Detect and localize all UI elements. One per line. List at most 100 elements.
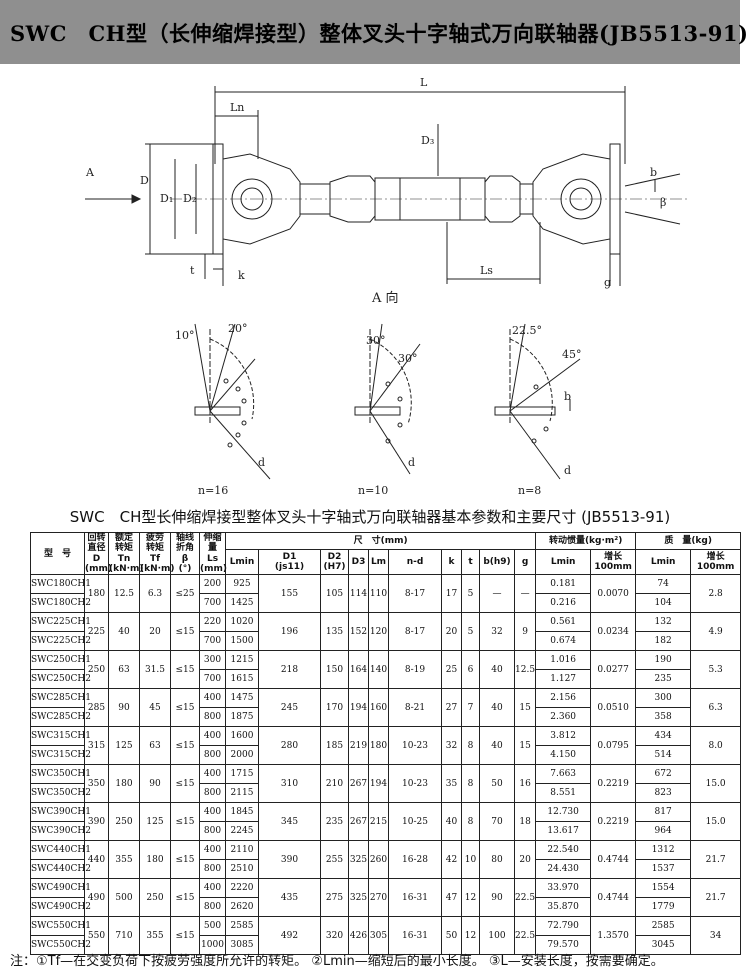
technical-drawing: L Ln A D D₁ D₂ D₃ t k Ls g b β A 向 10° 2…: [0, 64, 740, 502]
cell-d: 225: [84, 612, 109, 652]
cell-g: 22.5: [513, 916, 537, 956]
cell-mass-inc: 21.7: [690, 840, 742, 880]
cell-ls: 700: [199, 593, 226, 614]
cell-k: 25: [441, 650, 462, 690]
cell-tf: 90: [139, 764, 171, 804]
cell-inertia: 0.674: [535, 631, 592, 652]
cell-g: 20: [513, 840, 537, 880]
view2-n: n=10: [358, 484, 388, 497]
cell-mass-inc: 8.0: [690, 726, 742, 766]
cell-model: SWC550CH1: [30, 916, 91, 937]
cell-inertia: 12.730: [535, 802, 592, 823]
cell-mass-inc: 5.3: [690, 650, 742, 690]
cell-mass: 1779: [635, 897, 692, 918]
cell-lmin: 1845: [225, 802, 259, 823]
col-t: t: [461, 549, 480, 576]
cell-lmin: 925: [225, 574, 259, 595]
cell-mass: 3045: [635, 935, 692, 956]
spec-table: 型 号 回转 直径 D (mm) 额定 转矩 Tn (kN·m) 疲劳 转矩 T…: [30, 531, 742, 956]
cell-lm: 160: [368, 688, 389, 728]
col-mass: 质 量(kg): [635, 531, 742, 551]
cell-d2: 255: [320, 840, 349, 880]
cell-ls: 800: [199, 783, 226, 804]
label-k: k: [238, 269, 245, 282]
col-Ls: 伸缩 量 Ls (mm): [199, 531, 227, 576]
cell-beta: ≤15: [170, 612, 200, 652]
cell-model: SWC350CH1: [30, 764, 91, 785]
cell-lmin: 1425: [225, 593, 259, 614]
view2-angle-a: 30°: [366, 334, 386, 347]
cell-beta: ≤15: [170, 840, 200, 880]
cell-beta: ≤15: [170, 688, 200, 728]
cell-mass-inc: 6.3: [690, 688, 742, 728]
cell-tn: 180: [108, 764, 140, 804]
cell-lmin: 1020: [225, 612, 259, 633]
cell-model: SWC350CH2: [30, 783, 91, 804]
cell-ls: 400: [199, 878, 226, 899]
cell-d1: 196: [258, 612, 321, 652]
cell-b: 90: [479, 878, 515, 918]
cell-b: —: [479, 574, 515, 614]
cell-inertia: 22.540: [535, 840, 592, 861]
cell-inertia: 0.181: [535, 574, 592, 595]
cell-tf: 355: [139, 916, 171, 956]
cell-beta: ≤15: [170, 726, 200, 766]
cell-ls: 800: [199, 745, 226, 766]
cell-k: 47: [441, 878, 462, 918]
cell-ls: 800: [199, 859, 226, 880]
cell-lmin: 1615: [225, 669, 259, 690]
cell-tf: 6.3: [139, 574, 171, 614]
cell-tn: 500: [108, 878, 140, 918]
cell-nd: 8-17: [388, 612, 442, 652]
cell-model: SWC225CH2: [30, 631, 91, 652]
footnote: 注：①Tf—在交变负荷下按疲劳强度所允许的转矩。 ②Lmin—缩短后的最小长度。…: [10, 954, 664, 969]
label-D: D: [140, 174, 149, 187]
cell-g: 18: [513, 802, 537, 842]
cell-k: 32: [441, 726, 462, 766]
cell-inertia-inc: 0.2219: [590, 764, 637, 804]
cell-tn: 250: [108, 802, 140, 842]
cell-mass: 190: [635, 650, 692, 671]
cell-inertia: 24.430: [535, 859, 592, 880]
cell-b: 40: [479, 688, 515, 728]
cell-ls: 400: [199, 840, 226, 861]
col-inertia: 转动惯量(kg·m²): [535, 531, 637, 551]
cell-nd: 10-23: [388, 726, 442, 766]
cell-beta: ≤15: [170, 650, 200, 690]
col-beta: 轴线 折角 β (°): [170, 531, 200, 576]
cell-nd: 16-31: [388, 878, 442, 918]
col-mass-inc: 增长 100mm: [690, 549, 742, 576]
cell-ls: 400: [199, 802, 226, 823]
cell-model: SWC490CH1: [30, 878, 91, 899]
cell-k: 42: [441, 840, 462, 880]
cell-inertia: 35.870: [535, 897, 592, 918]
label-g: g: [604, 276, 611, 289]
cell-tf: 31.5: [139, 650, 171, 690]
cell-lm: 260: [368, 840, 389, 880]
label-b: b: [650, 166, 657, 179]
cell-beta: ≤15: [170, 764, 200, 804]
cell-ls: 300: [199, 650, 226, 671]
col-D: 回转 直径 D (mm): [84, 531, 112, 576]
cell-inertia: 1.016: [535, 650, 592, 671]
cell-d3: 219: [348, 726, 369, 766]
cell-model: SWC225CH1: [30, 612, 91, 633]
cell-lmin: 1215: [225, 650, 259, 671]
cell-model: SWC180CH2: [30, 593, 91, 614]
cell-mass-inc: 15.0: [690, 764, 742, 804]
cell-lmin: 1600: [225, 726, 259, 747]
cell-tn: 125: [108, 726, 140, 766]
cell-tn: 12.5: [108, 574, 140, 614]
cell-inertia: 1.127: [535, 669, 592, 690]
cell-model: SWC490CH2: [30, 897, 91, 918]
cell-b: 50: [479, 764, 515, 804]
